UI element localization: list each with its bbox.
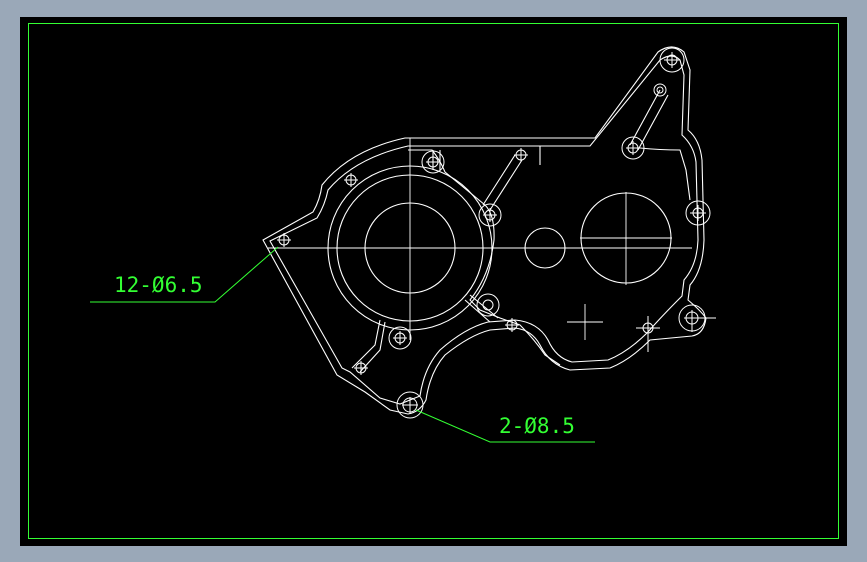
leaders — [90, 246, 595, 443]
hole — [344, 173, 358, 187]
hole — [476, 293, 500, 317]
hole — [478, 203, 502, 227]
hole — [653, 83, 667, 97]
leader-large-holes — [415, 409, 595, 443]
hole — [659, 47, 685, 73]
drawing-border — [28, 23, 839, 539]
hole — [277, 233, 291, 247]
rib-line — [629, 89, 669, 151]
pocket-contour — [408, 149, 561, 366]
dimension-note-large-holes: 2-Ø8.5 — [499, 414, 575, 438]
rib-line — [351, 319, 386, 373]
part-outline — [262, 46, 707, 415]
hole — [678, 304, 716, 332]
hole — [354, 361, 368, 375]
drawing-canvas — [20, 17, 847, 546]
inner-contour — [269, 55, 699, 405]
hole — [388, 326, 412, 350]
hole — [514, 148, 528, 162]
hole — [505, 318, 519, 332]
rib-line — [464, 294, 499, 323]
rib-line — [482, 154, 523, 211]
outer-contour — [262, 46, 707, 415]
rib-line — [539, 146, 691, 201]
dimension-note-small-holes: 12-Ø6.5 — [114, 273, 203, 297]
hole — [685, 200, 711, 226]
hole — [421, 150, 445, 174]
hole — [621, 136, 645, 160]
hole — [636, 316, 660, 352]
leader-small-holes — [90, 246, 279, 303]
hole — [396, 391, 424, 419]
small-holes — [277, 47, 716, 419]
